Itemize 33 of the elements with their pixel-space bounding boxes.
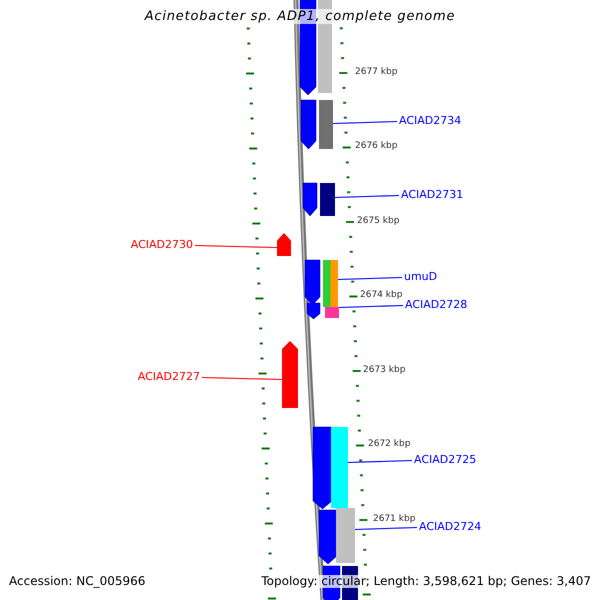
gene-arrow: [277, 233, 291, 256]
leader-line: [354, 527, 418, 530]
leader-line: [348, 460, 412, 463]
gene-bar: [320, 183, 335, 216]
gene-bar: [319, 100, 333, 149]
footer-text: Accession: NC_005966: [9, 575, 146, 588]
footer-text: Topology: circular; Length: 3,598,621 bp; Genes: 3,407: [261, 575, 591, 588]
gene-label: ACIAD2730: [130, 238, 193, 251]
scale-label: 2676 kbp: [355, 141, 398, 152]
gene-label: umuD: [404, 270, 438, 283]
gene-arrow: [282, 341, 298, 408]
gene-label: ACIAD2725: [414, 453, 476, 466]
gene-bar: [331, 427, 348, 508]
scale-label: 2671 kbp: [373, 514, 416, 525]
leader-line: [338, 277, 402, 280]
leader-line: [202, 377, 282, 380]
scale-label: 2672 kbp: [368, 439, 410, 450]
leader-line: [334, 195, 400, 198]
gene-bar: [323, 260, 338, 307]
leader-line: [338, 305, 404, 308]
gene-label: ACIAD2734: [399, 114, 462, 127]
scale-label: 2675 kbp: [357, 216, 400, 227]
scale-label: 2674 kbp: [360, 290, 402, 301]
gene-label: ACIAD2724: [419, 520, 482, 533]
leader-line: [194, 245, 278, 248]
scale-label: 2673 kbp: [363, 365, 406, 376]
gene-label: ACIAD2727: [138, 370, 200, 383]
gene-bar: [336, 508, 355, 563]
gene-bar: [325, 307, 339, 318]
scale-label: 2677 kbp: [355, 67, 398, 78]
leader-line: [332, 121, 398, 124]
gene-label: ACIAD2728: [405, 298, 468, 311]
gene-label: ACIAD2731: [401, 188, 464, 201]
